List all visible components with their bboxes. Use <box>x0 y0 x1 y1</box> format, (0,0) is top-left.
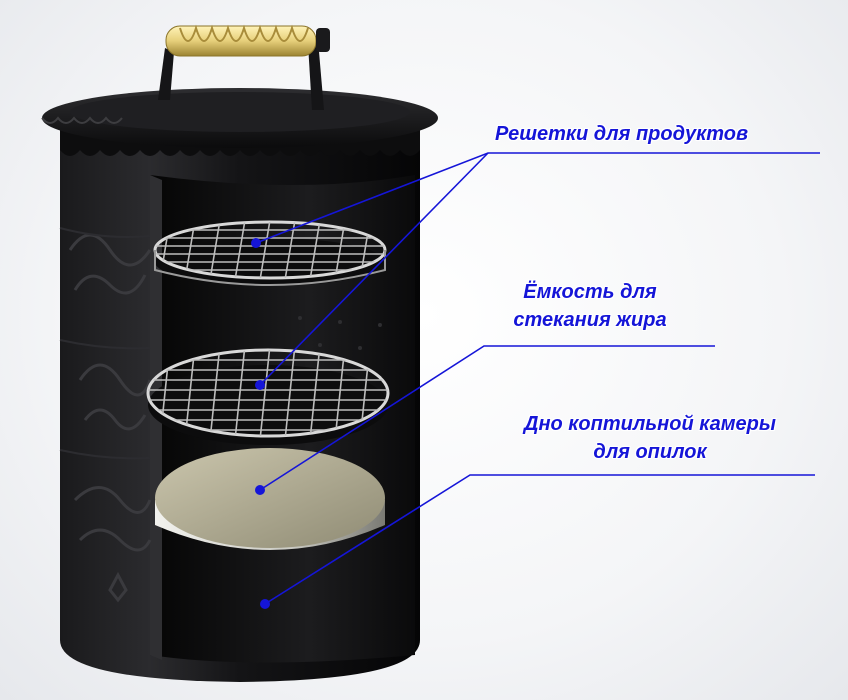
upper-grate <box>153 220 387 286</box>
vent-holes <box>298 316 382 350</box>
label-grease-tray: Ёмкость для стекания жира <box>470 278 710 334</box>
lid <box>41 88 438 148</box>
marker-dot-lower-grate <box>255 380 265 390</box>
label-grates: Решетки для продуктов <box>495 120 815 148</box>
label-grates-text: Решетки для продуктов <box>495 123 749 145</box>
marker-dot-upper-grate <box>251 238 261 248</box>
grease-tray <box>155 448 385 550</box>
label-grease-line2: стекания жира <box>513 309 667 331</box>
label-bottom-line1: Дно коптильной камеры <box>524 413 776 435</box>
marker-dot-grease-tray <box>255 485 265 495</box>
leader-line-grease <box>259 345 715 491</box>
leader-line-bottom <box>264 474 815 605</box>
leader-dots <box>251 238 270 609</box>
label-bottom-line2: для опилок <box>593 441 707 463</box>
marker-dot-chamber-bottom <box>260 599 270 609</box>
label-chamber-bottom: Дно коптильной камеры для опилок <box>480 410 820 466</box>
lid-handle <box>158 24 330 110</box>
leader-lines <box>255 152 820 605</box>
ornament-panel <box>68 233 152 603</box>
leader-line-grates-lower <box>259 152 489 386</box>
lower-grate <box>146 348 390 445</box>
label-grease-line1: Ёмкость для <box>523 281 657 303</box>
